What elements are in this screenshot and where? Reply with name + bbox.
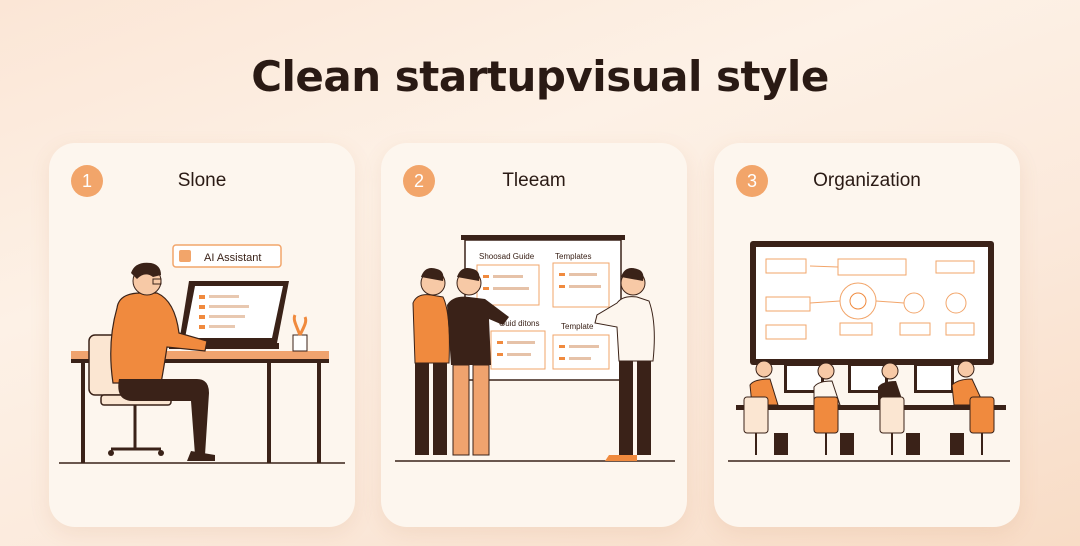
step-number-badge: 1 xyxy=(71,165,103,197)
team-illustration: Shoosad Guide Templates Guid ditons Temp… xyxy=(395,235,675,462)
card-title: Slone xyxy=(177,170,227,191)
board-label-bottom-left: Guid ditons xyxy=(499,319,539,328)
ai-assistant-bubble: AI Assistant xyxy=(172,244,282,268)
card-title: Organization xyxy=(813,170,921,191)
page-title: Clean startupvisual style xyxy=(251,52,829,101)
step-number-badge: 2 xyxy=(403,165,435,197)
card-organization: 3 Organization xyxy=(714,143,1020,527)
board-label-bottom-right: Template xyxy=(561,322,594,331)
card-solo: 1 Slone AI Assistant xyxy=(49,143,355,527)
board-label-top-right: Templates xyxy=(555,252,591,261)
organization-illustration xyxy=(728,241,1010,462)
card-title: Tleeam xyxy=(502,170,566,191)
solo-illustration: AI Assistant xyxy=(59,244,345,464)
step-number-badge: 3 xyxy=(736,165,768,197)
ai-assistant-label: AI Assistant xyxy=(204,252,261,264)
board-label-top-left: Shoosad Guide xyxy=(479,252,535,261)
card-team: 2 Tleeam Shoosad Guide Templates Guid di… xyxy=(381,143,687,527)
